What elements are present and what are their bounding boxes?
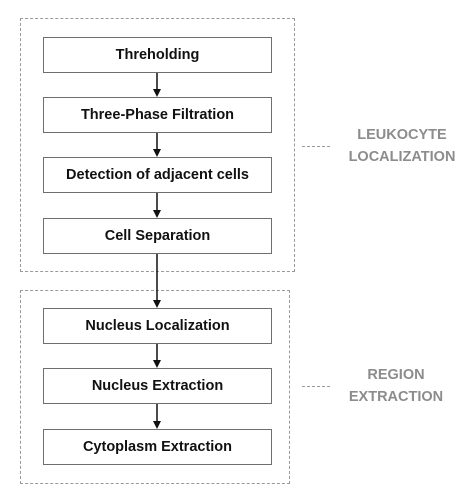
step-cytoplasm-extraction: Cytoplasm Extraction (43, 429, 272, 465)
step-nucleus-localization: Nucleus Localization (43, 308, 272, 344)
leukocyte-label-line-1: LEUKOCYTE (357, 127, 447, 143)
region-label-connector (302, 386, 330, 387)
leukocyte-label-line-2: LOCALIZATION (348, 149, 456, 165)
region-extraction-group (20, 290, 290, 484)
step-detection-adjacent-cells: Detection of adjacent cells (43, 157, 272, 193)
region-label-line-2: EXTRACTION (348, 389, 444, 405)
step-cell-separation: Cell Separation (43, 218, 272, 254)
step-three-phase-filtration: Three-Phase Filtration (43, 97, 272, 133)
step-thresholding: Threholding (43, 37, 272, 73)
region-extraction-label: REGION EXTRACTION (326, 364, 466, 408)
leukocyte-label-connector (302, 146, 330, 147)
step-nucleus-extraction: Nucleus Extraction (43, 368, 272, 404)
leukocyte-localization-label: LEUKOCYTE LOCALIZATION (332, 124, 472, 168)
region-label-line-1: REGION (367, 367, 425, 383)
